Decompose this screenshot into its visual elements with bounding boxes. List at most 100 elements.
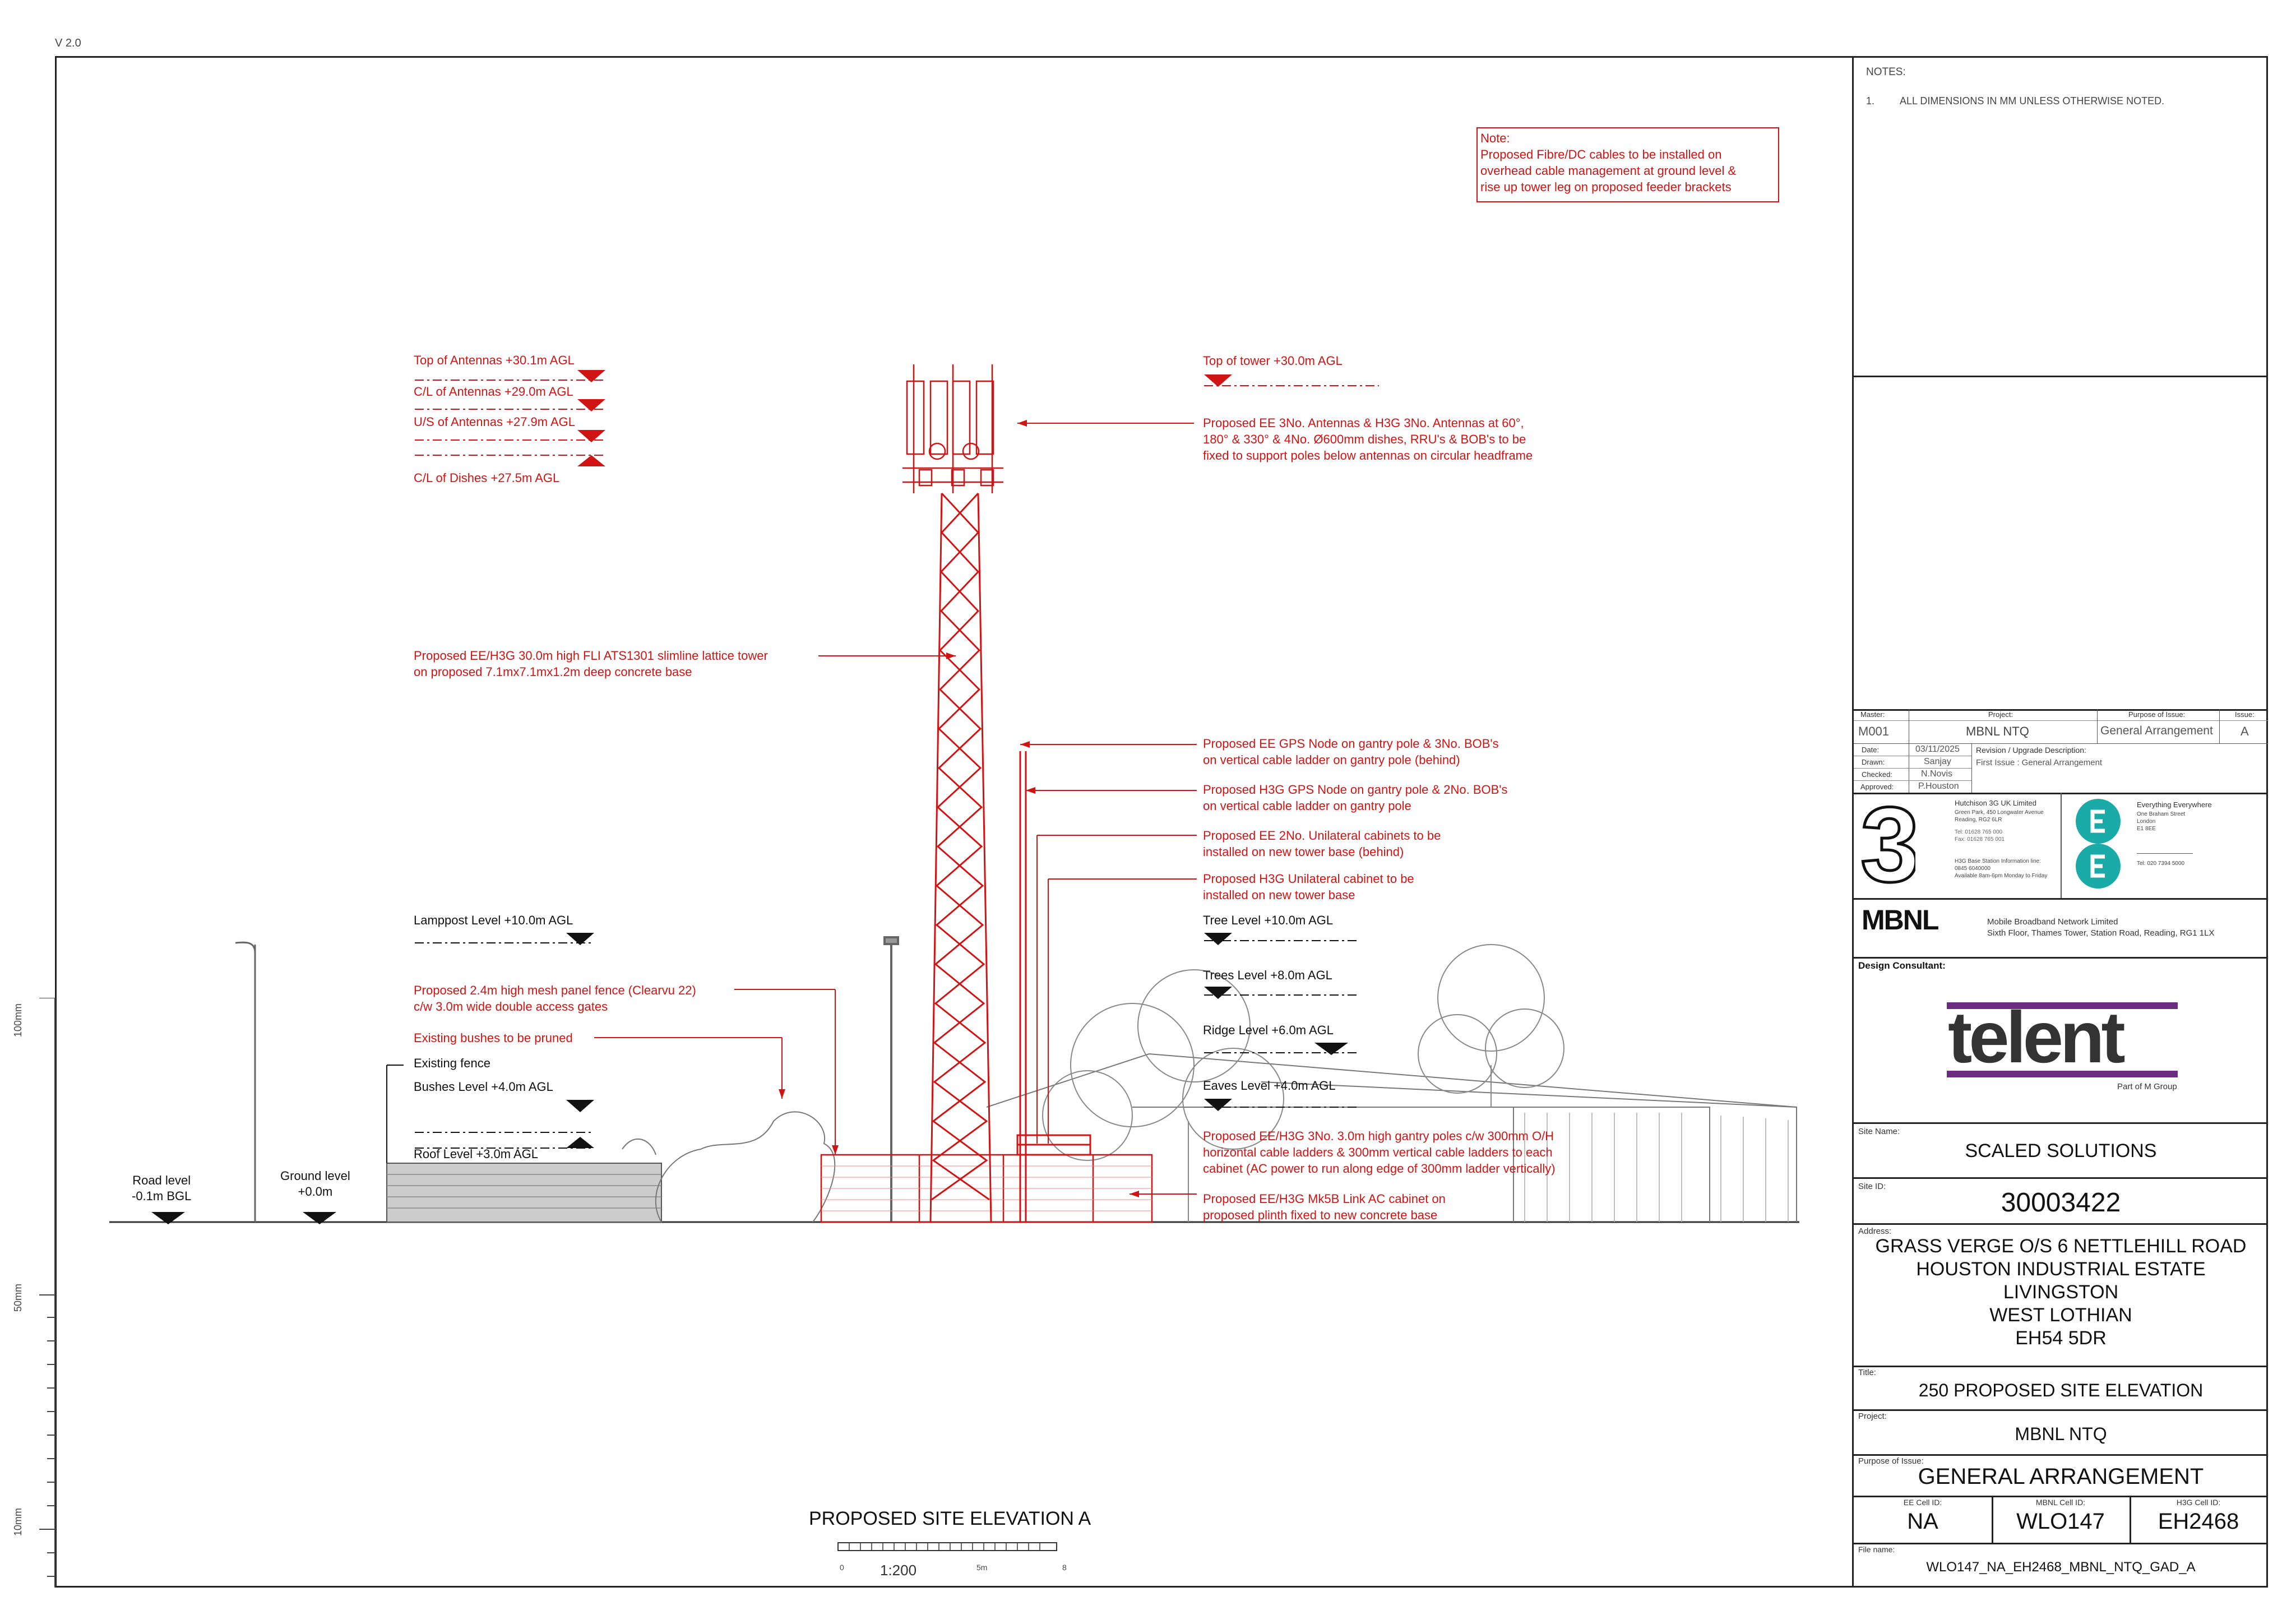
project2-value: MBNL NTQ xyxy=(2015,1424,2107,1444)
purpose2-label: Purpose of Issue: xyxy=(1858,1456,1924,1466)
annotation-gantry: Proposed EE/H3G 3No. 3.0m high gantry po… xyxy=(1203,1129,1556,1176)
revision-label: Revision / Upgrade Description: xyxy=(1976,746,2086,755)
level-cl-dishes: C/L of Dishes +27.5m AGL xyxy=(414,471,560,485)
version-label: V 2.0 xyxy=(55,37,81,49)
h3g-name: Hutchison 3G UK Limited xyxy=(1955,799,2036,807)
red-level-markers xyxy=(415,380,1379,456)
lamppost-left xyxy=(235,941,256,1222)
mbnl-name: Mobile Broadband Network Limited xyxy=(1987,917,2118,927)
site-id-label: Site ID: xyxy=(1858,1182,1886,1191)
purpose2-value: GENERAL ARRANGEMENT xyxy=(1918,1464,2204,1489)
annotation-bushes-pruned: Existing bushes to be pruned xyxy=(414,1031,573,1045)
lattice-tower xyxy=(929,492,992,1223)
black-level-markers xyxy=(415,940,1357,1149)
gantry-poles xyxy=(1016,751,1091,1222)
ee-address: One Braham Street London E1 8EE xyxy=(2137,811,2186,832)
master-label: Master: xyxy=(1860,710,1885,719)
checked-value: N.Novis xyxy=(1921,769,1953,779)
red-note-line-2: overhead cable management at ground leve… xyxy=(1480,164,1737,178)
annotation-ee-cabinets: Proposed EE 2No. Unilateral cabinets to … xyxy=(1203,829,1441,859)
red-note-box xyxy=(1476,127,1779,202)
address-label: Address: xyxy=(1858,1227,1892,1236)
level-lamppost: Lamppost Level +10.0m AGL xyxy=(414,913,573,927)
approved-label: Approved: xyxy=(1860,783,1894,791)
file-label: File name: xyxy=(1858,1545,1895,1554)
drawn-value: Sanjay xyxy=(1924,757,1951,766)
drawing-title: PROPOSED SITE ELEVATION A xyxy=(809,1508,1091,1529)
elevation-drawing xyxy=(109,127,1799,1551)
ee-tel: Tel: 020 7394 5000 xyxy=(2137,860,2185,867)
telent-band-top xyxy=(1947,1002,2178,1009)
antenna-headframe xyxy=(902,364,1003,493)
leader-lines xyxy=(594,423,1197,1195)
revision-value: First Issue : General Arrangement xyxy=(1976,758,2103,767)
address-line-4: WEST LOTHIAN xyxy=(1989,1304,2132,1326)
trees-right xyxy=(1042,944,1564,1222)
project-value: MBNL NTQ xyxy=(1966,724,2029,738)
three-logo: 3 xyxy=(1859,797,1915,892)
design-consultant-label: Design Consultant: xyxy=(1858,960,1946,971)
scale-mark-8: 8 xyxy=(1062,1563,1067,1572)
h3g-address: Green Park, 450 Longwater Avenue Reading… xyxy=(1955,809,2044,823)
lamppost-site xyxy=(883,936,899,1222)
site-name-label: Site Name: xyxy=(1858,1127,1900,1136)
h3g-cell-value: EH2468 xyxy=(2158,1509,2239,1534)
red-note-line-3: rise up tower leg on proposed feeder bra… xyxy=(1480,180,1732,194)
svg-text:3: 3 xyxy=(1860,797,1915,892)
address-line-2: HOUSTON INDUSTRIAL ESTATE xyxy=(1916,1259,2206,1280)
purpose-value: General Arrangement xyxy=(2100,724,2213,737)
annotation-h3g-cabinet: Proposed H3G Unilateral cabinet to be in… xyxy=(1203,872,1414,902)
annotation-h3g-gps: Proposed H3G GPS Node on gantry pole & 2… xyxy=(1203,783,1508,813)
master-value: M001 xyxy=(1858,724,1890,738)
level-top-antennas: Top of Antennas +30.1m AGL xyxy=(414,353,575,367)
site-name-value: SCALED SOLUTIONS xyxy=(1965,1140,2157,1162)
level-top-tower: Top of tower +30.0m AGL xyxy=(1203,354,1343,368)
scale-mark-0: 0 xyxy=(840,1563,844,1572)
mbnl-cell-label: MBNL Cell ID: xyxy=(2035,1498,2086,1507)
h3g-cell-label: H3G Cell ID: xyxy=(2176,1498,2221,1507)
purpose-label: Purpose of Issue: xyxy=(2128,710,2186,719)
ee-name: Everything Everywhere xyxy=(2137,801,2212,809)
date-value: 03/11/2025 xyxy=(1915,744,1960,754)
h3g-info: H3G Base Station Information line: 0845 … xyxy=(1955,858,2048,879)
level-cl-antennas: C/L of Antennas +29.0m AGL xyxy=(414,385,573,399)
level-trees: Trees Level +8.0m AGL xyxy=(1203,968,1332,982)
level-roof: Roof Level +3.0m AGL xyxy=(414,1147,538,1161)
red-note-line-1: Proposed Fibre/DC cables to be installed… xyxy=(1480,147,1722,161)
telent-band-bottom xyxy=(1947,1071,2178,1077)
address-line-3: LIVINGSTON xyxy=(2003,1281,2119,1303)
address-line-5: EH54 5DR xyxy=(2015,1327,2107,1349)
existing-fence xyxy=(386,1163,662,1223)
site-id-value: 30003422 xyxy=(2001,1188,2121,1218)
issue-value: A xyxy=(2241,724,2249,738)
annotation-ee-gps: Proposed EE GPS Node on gantry pole & 3N… xyxy=(1203,737,1499,767)
date-label: Date: xyxy=(1862,746,1880,754)
title-label: Title: xyxy=(1858,1368,1876,1377)
telent-logo: telent xyxy=(1948,996,2126,1078)
scale-mark-5m: 5m xyxy=(976,1563,988,1572)
project2-label: Project: xyxy=(1858,1412,1887,1421)
checked-label: Checked: xyxy=(1862,770,1892,779)
drawn-label: Drawn: xyxy=(1862,758,1885,766)
ee-cell-label: EE Cell ID: xyxy=(1903,1498,1942,1507)
ee-logo xyxy=(2076,799,2121,889)
scale-ratio: 1:200 xyxy=(880,1562,917,1579)
label-existing-fence: Existing fence xyxy=(414,1056,490,1070)
level-us-antennas: U/S of Antennas +27.9m AGL xyxy=(414,415,576,429)
red-note-title: Note: xyxy=(1480,131,1510,145)
title-block: NOTES: 1. ALL DIMENSIONS IN MM UNLESS OT… xyxy=(1852,56,2268,1588)
existing-bushes xyxy=(622,1111,836,1223)
approved-value: P.Houston xyxy=(1918,781,1959,791)
issue-label: Issue: xyxy=(2235,710,2255,719)
annotation-link-ac: Proposed EE/H3G Mk5B Link AC cabinet on … xyxy=(1203,1192,1446,1222)
telent-sub: Part of M Group xyxy=(2117,1082,2177,1091)
file-value: WLO147_NA_EH2468_MBNL_NTQ_GAD_A xyxy=(1926,1560,2196,1575)
level-eaves: Eaves Level +4.0m AGL xyxy=(1203,1079,1336,1093)
h3g-tel: Tel: 01628 765 000 Fax: 01628 765 001 xyxy=(1955,829,2005,843)
level-road: Road level -0.1m BGL xyxy=(132,1173,192,1203)
annotation-tower: Proposed EE/H3G 30.0m high FLI ATS1301 s… xyxy=(414,649,768,679)
mbnl-address: Sixth Floor, Thames Tower, Station Road,… xyxy=(1987,928,2215,938)
title-value: 250 PROPOSED SITE ELEVATION xyxy=(1918,1380,2204,1400)
notes-title: NOTES: xyxy=(1866,66,1906,78)
project-label: Project: xyxy=(1988,710,2013,719)
